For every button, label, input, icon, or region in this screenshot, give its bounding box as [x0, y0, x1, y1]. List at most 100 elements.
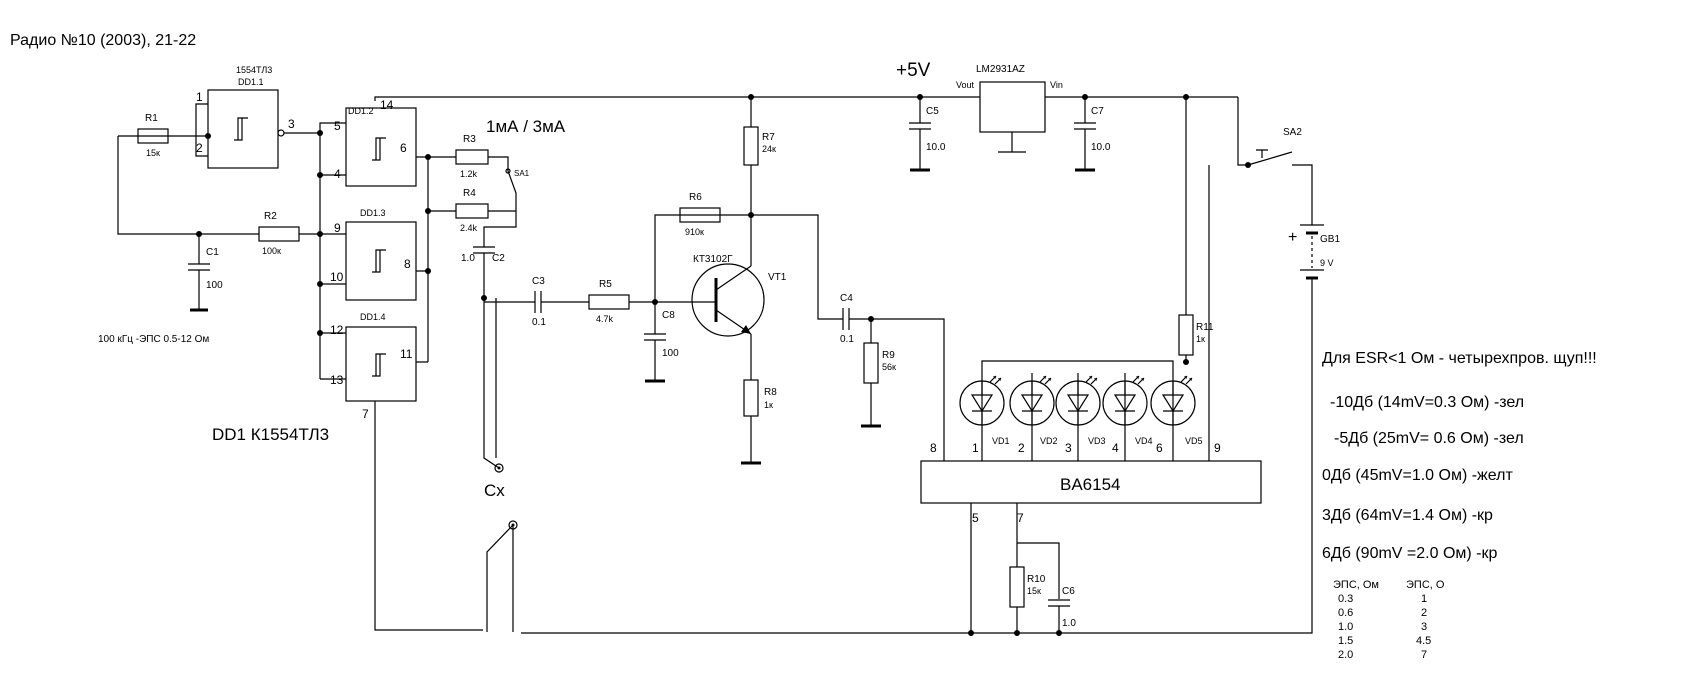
dd1-3-name: DD1.3	[360, 208, 386, 218]
input-coupling: C3 0.1 R5 4.7k C8 100	[484, 276, 716, 383]
r2-name: R2	[264, 211, 277, 222]
regulator: LM2931AZ Vout Vin	[956, 64, 1063, 153]
r11-name: R11	[1196, 322, 1214, 333]
driver-pin-6: 6	[1156, 441, 1163, 455]
regulator-name: LM2931AZ	[976, 64, 1025, 75]
c3-name: C3	[532, 276, 545, 287]
r10-value: 15к	[1027, 586, 1041, 596]
sa1-label: SA1	[514, 169, 530, 178]
table-cell: 1.5	[1338, 635, 1353, 647]
ba6154-driver: BA6154 8 1 2 3 4 6 9 5 7	[920, 165, 1262, 525]
pin-10: 10	[330, 270, 344, 284]
table-cell: 0.3	[1338, 593, 1353, 605]
r7-name: R7	[762, 132, 775, 143]
dd1-4-name: DD1.4	[360, 312, 386, 322]
pin-11: 11	[400, 347, 413, 361]
dd1-1-name: DD1.1	[238, 77, 264, 87]
oscillator-wiring: R1 15к C1 100 R2 100к 100 кГц -ЭПС 0.5-1…	[98, 103, 346, 380]
c6-value: 1.0	[1062, 618, 1076, 629]
output-coupling: C4 0.1 R9 56к	[751, 214, 945, 449]
pin-13: 13	[330, 373, 344, 387]
r3-name: R3	[463, 134, 476, 145]
c3-value: 0.1	[532, 317, 546, 328]
driver-pin-1: 1	[972, 441, 979, 455]
vd5-label: VD5	[1185, 436, 1203, 446]
driver-pin-3: 3	[1065, 441, 1072, 455]
c7-name: C7	[1091, 106, 1104, 117]
table-cell: 1.0	[1338, 621, 1353, 633]
sa2-label: SA2	[1283, 127, 1302, 138]
r4-value: 2.4k	[460, 223, 478, 233]
vt1-type: КТ3102Г	[693, 254, 733, 265]
led-row: VD1 VD2 VD3 VD4 VD5	[959, 360, 1203, 461]
gb1-value: 9 V	[1320, 258, 1334, 268]
r1-name: R1	[145, 113, 158, 124]
table-cell: 7	[1421, 649, 1427, 661]
dd1-2-gate: DD1.2 14 5 4 6	[334, 98, 417, 187]
table-cell: 0.6	[1338, 607, 1353, 619]
r9-name: R9	[882, 350, 895, 361]
freq-note: 100 кГц -ЭПС 0.5-12 Ом	[98, 334, 209, 345]
driver-pin-7: 7	[1017, 511, 1024, 525]
vd5-led	[1150, 375, 1196, 426]
esr-table: ЭПС, Ом ЭПС, О 0.3 1 0.6 2 1.0 3 1.5 4.5…	[1333, 579, 1445, 661]
c7-capacitor: C7 10.0	[1074, 97, 1111, 172]
pin-9: 9	[334, 221, 341, 235]
amplifier-stage: R7 24к R6 910к КТ3102Г VT1 R8 1к	[654, 97, 787, 465]
note-line-3: 0Дб (45mV=1.0 Ом) -желт	[1322, 467, 1513, 484]
table-cell: 2.0	[1338, 649, 1353, 661]
r5-name: R5	[599, 279, 612, 290]
c1-name: C1	[206, 247, 219, 258]
ground-rail: R10 15к C6 1.0	[374, 401, 1076, 636]
dd1-1-gate: 1554ТЛ3 DD1.1 1 2 3	[196, 65, 295, 169]
vd1-label: VD1	[992, 436, 1010, 446]
note-line-5: 6Дб (90mV =2.0 Ом) -кр	[1322, 545, 1497, 562]
r6-name: R6	[689, 192, 702, 203]
c8-name: C8	[662, 310, 675, 321]
vd3-label: VD3	[1088, 436, 1106, 446]
table-cell: 3	[1421, 621, 1427, 633]
r7-value: 24к	[762, 144, 776, 154]
r10-name: R10	[1027, 574, 1046, 585]
notes-panel: Для ESR<1 Ом - четырехпров. щуп!!! -10Дб…	[1322, 350, 1597, 562]
r6-value: 910к	[685, 227, 704, 237]
c1-value: 100	[206, 280, 223, 291]
pin-8: 8	[404, 257, 411, 271]
pin-7: 7	[362, 407, 369, 421]
c2-name: C2	[492, 253, 505, 264]
regulator-vin: Vin	[1050, 80, 1063, 90]
r9-value: 56к	[882, 362, 896, 372]
table-cell: 2	[1421, 607, 1427, 619]
r1-value: 15к	[146, 148, 160, 158]
pin-6: 6	[400, 141, 407, 155]
driver-pin-8: 8	[930, 441, 937, 455]
c4-value: 0.1	[840, 334, 854, 345]
supply-rail: +5V	[374, 60, 1238, 101]
table-header-1: ЭПС, Ом	[1333, 579, 1379, 591]
dd1-4-gate: DD1.4 12 13 11 7	[330, 312, 417, 421]
table-header-2: ЭПС, О	[1406, 579, 1445, 591]
dd1-1-type: 1554ТЛ3	[236, 65, 272, 75]
power-switch: SA2	[1237, 97, 1313, 225]
note-line-1: -10Дб (14mV=0.3 Ом) -зел	[1330, 394, 1524, 411]
note-line-4: 3Дб (64mV=1.4 Ом) -кр	[1322, 507, 1493, 524]
pin-5: 5	[334, 119, 341, 133]
driver-pin-4: 4	[1112, 441, 1119, 455]
c4-name: C4	[840, 293, 853, 304]
dd1-2-name: DD1.2	[348, 106, 374, 116]
pin-2: 2	[196, 141, 203, 155]
probe-cx: Сх	[483, 298, 518, 632]
c5-name: C5	[926, 106, 939, 117]
battery-gb1: + GB1 9 V	[521, 224, 1340, 634]
gb1-name: GB1	[1320, 234, 1340, 245]
c2-value: 1.0	[461, 253, 475, 264]
vd3-led	[1055, 375, 1101, 426]
c7-value: 10.0	[1091, 142, 1111, 153]
pin-14: 14	[380, 98, 394, 112]
note-line-2: -5Дб (25mV= 0.6 Ом) -зел	[1334, 430, 1524, 447]
cx-label: Сх	[484, 481, 505, 500]
vd4-label: VD4	[1135, 436, 1153, 446]
supply-label: +5V	[896, 60, 931, 81]
driver-name: BA6154	[1060, 475, 1121, 494]
